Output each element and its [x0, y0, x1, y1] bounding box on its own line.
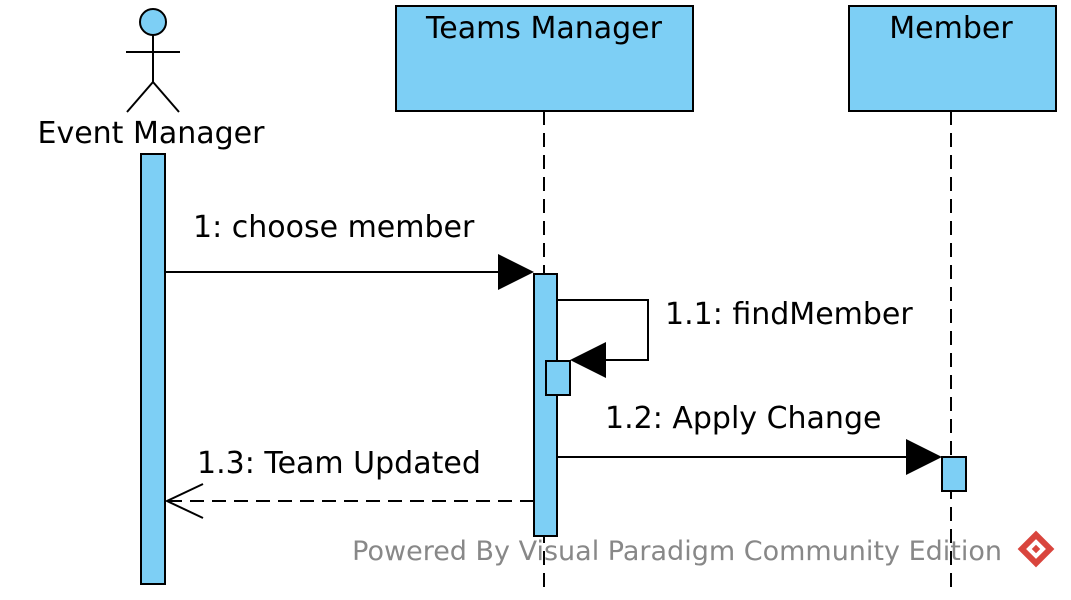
- participant-box: [395, 5, 694, 112]
- arrowhead-filled-icon: [498, 254, 534, 290]
- message-label: 1.3: Team Updated: [197, 446, 481, 481]
- participant-member[interactable]: Member: [848, 5, 1057, 112]
- activation-teams-manager: [533, 273, 558, 537]
- actor-head: [139, 8, 167, 36]
- participant-teams-manager[interactable]: Teams Manager: [395, 5, 694, 112]
- participant-name: Member: [889, 11, 1013, 46]
- arrowhead-filled-icon: [570, 342, 606, 378]
- activation-member: [941, 456, 967, 492]
- activation-teams-manager-nested: [545, 360, 571, 396]
- actor-right-leg: [152, 81, 180, 113]
- watermark: Powered By Visual Paradigm Community Edi…: [352, 530, 1055, 568]
- activation-event-manager: [140, 153, 166, 585]
- message-apply-change[interactable]: 1.2: Apply Change: [557, 401, 942, 475]
- actor-left-leg: [126, 81, 154, 113]
- visual-paradigm-logo-icon: [1017, 530, 1055, 568]
- message-find-member[interactable]: 1.1: findMember: [557, 297, 913, 378]
- participant-box: [848, 5, 1057, 112]
- actor-event-manager[interactable]: Event Manager: [38, 8, 266, 151]
- watermark-text: Powered By Visual Paradigm Community Edi…: [352, 536, 1002, 567]
- actor-name: Event Manager: [38, 116, 266, 151]
- participant-name: Teams Manager: [425, 11, 663, 46]
- message-label: 1: choose member: [193, 210, 475, 245]
- message-line: [557, 299, 649, 361]
- arrowhead-open-icon: [164, 483, 204, 519]
- arrowhead-filled-icon: [906, 439, 942, 475]
- message-choose-member[interactable]: 1: choose member: [165, 210, 534, 290]
- message-label: 1.2: Apply Change: [605, 401, 881, 436]
- message-team-updated[interactable]: 1.3: Team Updated: [164, 446, 534, 519]
- message-label: 1.1: findMember: [665, 297, 913, 332]
